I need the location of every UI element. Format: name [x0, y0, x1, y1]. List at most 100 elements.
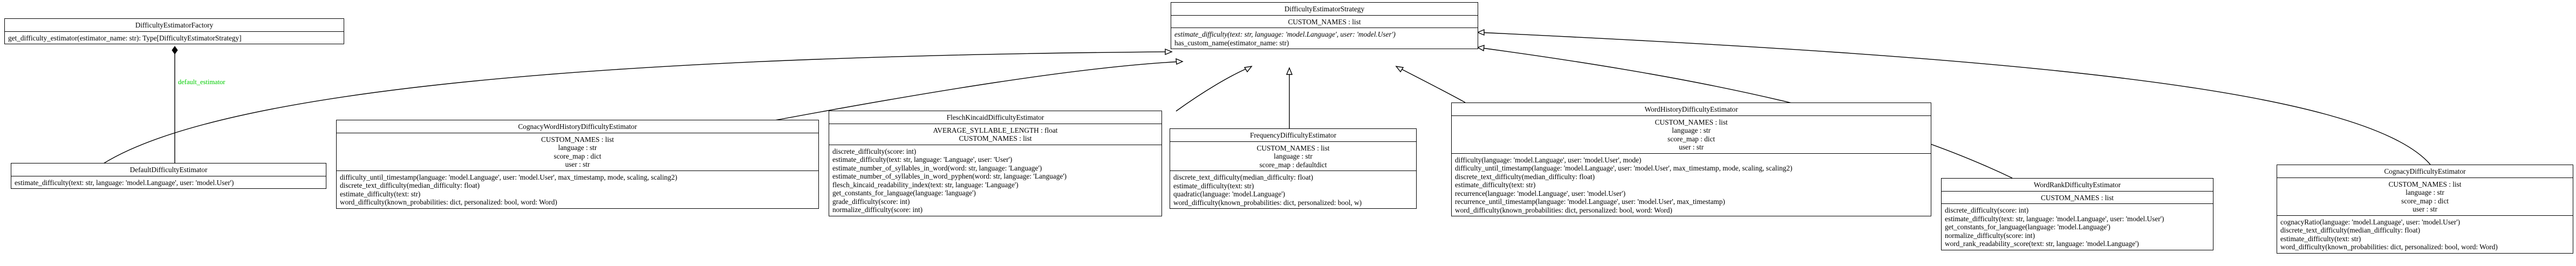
- class-name: DifficultyEstimatorFactory: [5, 19, 344, 32]
- class-flesch-kincaid-difficulty-estimator[interactable]: FleschKincaidDifficultyEstimator AVERAGE…: [829, 111, 1162, 216]
- class-name: CognacyDifficultyEstimator: [2277, 165, 2573, 178]
- edge-cognacy-word-history-to-strategy: [766, 61, 1182, 122]
- attribute: CUSTOM_NAMES : list: [1256, 144, 1330, 152]
- attribute: language : str: [2406, 188, 2444, 196]
- operations: estimate_difficulty(text: str, language:…: [11, 176, 326, 189]
- operation: word_difficulty(known_probabilities: dic…: [340, 198, 557, 206]
- class-name: FleschKincaidDifficultyEstimator: [829, 111, 1161, 124]
- operation: estimate_difficulty(text: str, language:…: [1945, 214, 2164, 223]
- operation: discrete_difficulty(score: int): [1945, 206, 2029, 214]
- operation: word_difficulty(known_probabilities: dic…: [1173, 198, 1362, 207]
- arrowhead-frequency: [1286, 67, 1293, 75]
- class-difficulty-estimator-factory[interactable]: DifficultyEstimatorFactory get_difficult…: [4, 18, 344, 44]
- class-cognacy-difficulty-estimator[interactable]: CognacyDifficultyEstimator CUSTOM_NAMES …: [2277, 165, 2573, 254]
- operation: get_constants_for_language(language: 'la…: [832, 189, 976, 197]
- operation: discrete_text_difficulty(median_difficul…: [1455, 172, 1595, 181]
- class-name: DifficultyEstimatorStrategy: [1171, 3, 1478, 16]
- attribute: score_map : dict: [2401, 196, 2449, 205]
- attributes: CUSTOM_NAMES : list language : str score…: [337, 133, 818, 171]
- attribute: language : str: [558, 144, 597, 152]
- class-cognacy-word-history-difficulty-estimator[interactable]: CognacyWordHistoryDifficultyEstimator CU…: [336, 120, 819, 209]
- operations: estimate_difficulty(text: str, language:…: [1171, 28, 1478, 49]
- operation: word_difficulty(known_probabilities: dic…: [2280, 243, 2498, 251]
- attributes: CUSTOM_NAMES : list language : str score…: [2277, 178, 2573, 216]
- operations: difficulty_until_timestamp(language: 'mo…: [337, 171, 818, 208]
- class-word-history-difficulty-estimator[interactable]: WordHistoryDifficultyEstimator CUSTOM_NA…: [1451, 103, 1931, 216]
- class-difficulty-estimator-strategy[interactable]: DifficultyEstimatorStrategy CUSTOM_NAMES…: [1171, 2, 1478, 49]
- operation: get_difficulty_estimator(estimator_name:…: [8, 33, 242, 42]
- attribute: CUSTOM_NAMES : list: [959, 134, 1032, 142]
- operation: normalize_difficulty(score: int): [832, 206, 923, 214]
- class-name: FrequencyDifficultyEstimator: [1170, 129, 1416, 142]
- operation: discrete_text_difficulty(median_difficul…: [1173, 173, 1314, 181]
- class-name: WordRankDifficultyEstimator: [1942, 179, 2213, 192]
- operation: normalize_difficulty(score: int): [1945, 231, 2035, 240]
- operation: flesch_kincaid_readability_index(text: s…: [832, 180, 1019, 189]
- attribute: score_map : dict: [1668, 134, 1715, 143]
- attribute: CUSTOM_NAMES : list: [1655, 118, 1728, 126]
- edge-flesch-to-strategy: [1176, 66, 1251, 112]
- operation: estimate_number_of_syllables_in_word(wor…: [832, 163, 1042, 172]
- arrowhead-cognacy: [1477, 29, 1485, 36]
- class-frequency-difficulty-estimator[interactable]: FrequencyDifficultyEstimator CUSTOM_NAME…: [1170, 128, 1417, 209]
- attributes: AVERAGE_SYLLABLE_LENGTH : float CUSTOM_N…: [829, 124, 1161, 145]
- attribute: CUSTOM_NAMES : list: [1288, 17, 1361, 26]
- attribute: user : str: [2413, 205, 2437, 213]
- composition-diamond: [172, 46, 178, 54]
- attribute: score_map : dict: [554, 152, 602, 160]
- attribute: CUSTOM_NAMES : list: [2388, 180, 2462, 188]
- arrowhead-cognacy-word-history: [1176, 58, 1184, 65]
- operation: difficulty(language: 'model.Language', u…: [1455, 155, 1642, 164]
- class-name: CognacyWordHistoryDifficultyEstimator: [337, 120, 818, 133]
- attributes: CUSTOM_NAMES : list language : str score…: [1452, 116, 1931, 154]
- operation: estimate_number_of_syllables_in_word_pyp…: [832, 172, 1067, 180]
- edge-default-to-strategy: [86, 51, 1171, 176]
- arrowhead-default: [1165, 48, 1173, 56]
- operation: cognacyRatio(language: 'model.Language',…: [2280, 217, 2461, 226]
- operation: discrete_text_difficulty(median_difficul…: [340, 181, 480, 189]
- attributes: CUSTOM_NAMES : list: [1171, 16, 1478, 28]
- attribute: language : str: [1274, 152, 1313, 160]
- class-name: DefaultDifficultyEstimator: [11, 163, 326, 176]
- class-name: WordHistoryDifficultyEstimator: [1452, 103, 1931, 116]
- operations: difficulty(language: 'model.Language', u…: [1452, 154, 1931, 216]
- arrowhead-word-rank: [1477, 44, 1485, 52]
- edge-label-default-estimator: default_estimator: [178, 78, 226, 86]
- attributes: CUSTOM_NAMES : list language : str score…: [1170, 142, 1416, 171]
- edge-cognacy-to-strategy: [1478, 32, 2431, 165]
- operation: recurrence(language: 'model.Language', u…: [1455, 189, 1626, 197]
- attributes: CUSTOM_NAMES : list: [1942, 192, 2213, 204]
- operation: quadratic(language: 'model.Language'): [1173, 190, 1286, 198]
- operation: estimate_difficulty(text: str): [340, 189, 421, 198]
- operations: discrete_text_difficulty(median_difficul…: [1170, 171, 1416, 208]
- operation: get_constants_for_language(language: 'mo…: [1945, 223, 2110, 231]
- operation: has_custom_name(estimator_name: str): [1174, 38, 1289, 47]
- operation: grade_difficulty(score: int): [832, 197, 910, 206]
- operation: estimate_difficulty(text: str): [1173, 181, 1254, 190]
- operation: discrete_difficulty(score: int): [832, 147, 917, 155]
- operations: get_difficulty_estimator(estimator_name:…: [5, 32, 344, 44]
- attribute: language : str: [1672, 126, 1711, 134]
- operations: discrete_difficulty(score: int) estimate…: [1942, 204, 2213, 250]
- attribute: AVERAGE_SYLLABLE_LENGTH : float: [933, 126, 1058, 134]
- class-default-difficulty-estimator[interactable]: DefaultDifficultyEstimator estimate_diff…: [11, 163, 326, 189]
- attribute: user : str: [1679, 143, 1704, 151]
- operation: estimate_difficulty(text: str): [2280, 234, 2361, 243]
- attribute: CUSTOM_NAMES : list: [2041, 193, 2114, 202]
- operation: word_rank_readability_score(text: str, l…: [1945, 240, 2139, 248]
- operation: estimate_difficulty(text: str, language:…: [832, 155, 1013, 163]
- operation: difficulty_until_timestamp(language: 'mo…: [1455, 164, 1793, 172]
- operations: cognacyRatio(language: 'model.Language',…: [2277, 216, 2573, 253]
- operation: word_difficulty(known_probabilities: dic…: [1455, 206, 1672, 214]
- edge-word-history-to-strategy: [1397, 66, 1466, 103]
- class-word-rank-difficulty-estimator[interactable]: WordRankDifficultyEstimator CUSTOM_NAMES…: [1941, 178, 2213, 250]
- attribute: score_map : defaultdict: [1259, 160, 1327, 169]
- operation: discrete_text_difficulty(median_difficul…: [2280, 226, 2421, 234]
- operation: difficulty_until_timestamp(language: 'mo…: [340, 173, 678, 181]
- operation: estimate_difficulty(text: str): [1455, 181, 1536, 189]
- operation: recurrence_until_timestamp(language: 'mo…: [1455, 197, 1725, 206]
- operation: estimate_difficulty(text: str, language:…: [15, 178, 234, 187]
- arrowhead-flesch: [1243, 66, 1253, 73]
- operation-abstract: estimate_difficulty(text: str, language:…: [1174, 30, 1396, 38]
- attribute: CUSTOM_NAMES : list: [541, 135, 614, 144]
